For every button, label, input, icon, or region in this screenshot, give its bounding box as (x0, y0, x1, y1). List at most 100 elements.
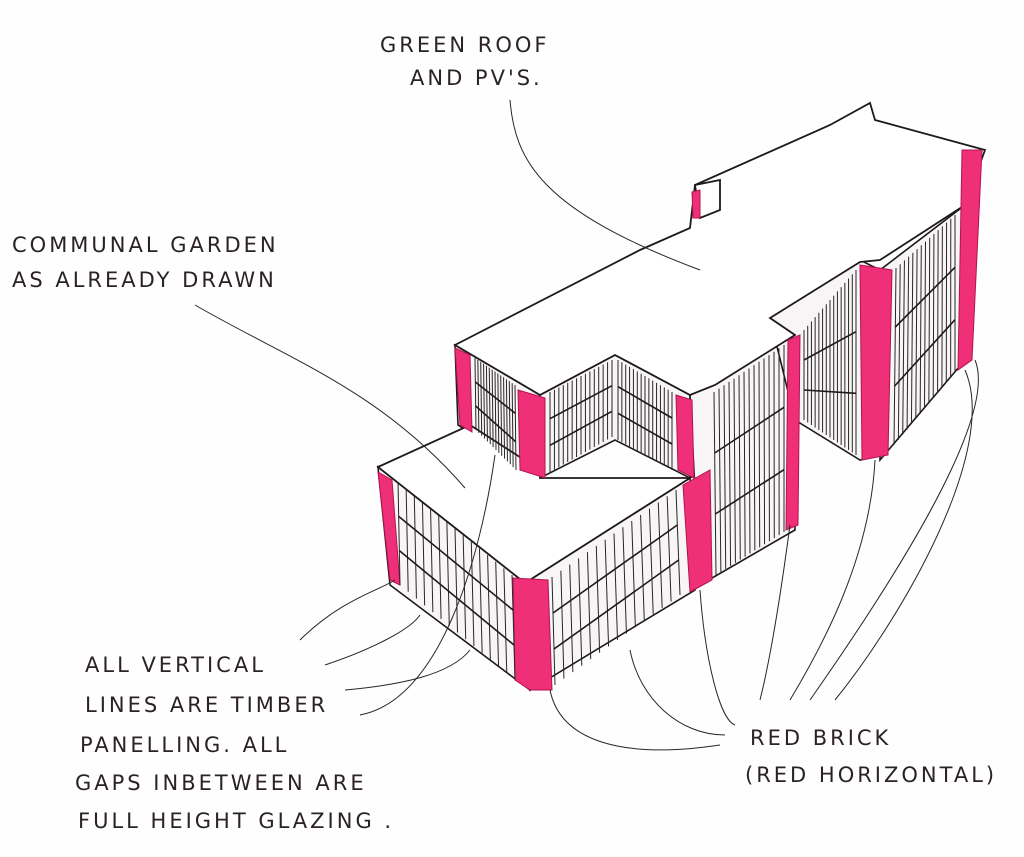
timber-line (497, 373, 500, 453)
timber-line (505, 379, 508, 462)
timber-line (578, 558, 583, 666)
svg-text:FULL HEIGHT GLAZING .: FULL HEIGHT GLAZING . (78, 809, 394, 833)
timber-panelling-lines (397, 215, 956, 686)
annotation-green-roof: GREEN ROOF AND PV'S. (380, 33, 550, 90)
timber-line (560, 570, 565, 679)
timber-line (723, 385, 727, 569)
timber-line (405, 488, 409, 592)
red-brick-strips (377, 149, 983, 691)
timber-line (748, 368, 751, 554)
timber-line (713, 391, 717, 576)
svg-text:LINES ARE TIMBER: LINES ARE TIMBER (85, 693, 328, 717)
timber-line (728, 381, 732, 566)
leader-lines (194, 99, 979, 751)
timber-line (902, 260, 905, 435)
timber-line (906, 256, 910, 430)
floor-line (553, 559, 680, 650)
timber-line (666, 496, 672, 602)
timber-line (613, 533, 618, 641)
timber-line (718, 388, 722, 572)
timber-line (470, 541, 475, 647)
timber-line (503, 377, 506, 459)
timber-line (421, 501, 426, 606)
floor-line (398, 550, 515, 646)
timber-line (430, 508, 434, 613)
annotation-communal-garden: COMMUNAL GARDEN AS ALREADY DRAWN (12, 233, 279, 292)
timber-line (494, 371, 497, 451)
timber-line (937, 230, 939, 393)
timber-line (753, 365, 756, 551)
timber-line (932, 233, 935, 399)
timber-line (446, 521, 450, 626)
timber-line (511, 383, 514, 468)
svg-text:AS ALREADY DRAWN: AS ALREADY DRAWN (12, 268, 277, 292)
timber-line (657, 502, 663, 608)
timber-line (514, 384, 517, 471)
timber-line (675, 489, 681, 596)
timber-line (397, 481, 401, 586)
timber-line (511, 574, 516, 681)
floor-line (552, 524, 678, 614)
timber-line (474, 357, 477, 431)
timber-line (487, 555, 491, 660)
timber-line (631, 521, 636, 628)
svg-text:RED BRICK: RED BRICK (750, 726, 891, 750)
floor-line (617, 412, 673, 445)
svg-text:GAPS INBETWEEN ARE: GAPS INBETWEEN ARE (75, 771, 367, 795)
lower-block (376, 423, 696, 692)
timber-line (508, 381, 511, 465)
timber-line (924, 241, 926, 409)
timber-line (495, 561, 500, 667)
floor-line (714, 406, 785, 454)
timber-line (483, 363, 486, 439)
floor-line (894, 266, 956, 328)
floor-line (549, 384, 613, 420)
timber-line (648, 508, 654, 615)
svg-text:PANELLING. ALL: PANELLING. ALL (80, 733, 289, 757)
floor-line (398, 515, 514, 611)
timber-line (595, 545, 601, 653)
timber-line (893, 267, 897, 446)
timber-line (622, 527, 627, 634)
svg-text:(RED HORIZONTAL): (RED HORIZONTAL) (745, 763, 997, 787)
timber-line (454, 528, 458, 633)
timber-line (928, 237, 931, 404)
timber-line (758, 361, 761, 548)
timber-line (413, 495, 417, 599)
timber-line (488, 367, 491, 445)
floor-line (474, 381, 516, 414)
timber-line (551, 576, 556, 686)
timber-line (910, 252, 914, 425)
timber-line (743, 371, 746, 557)
timber-line (480, 361, 483, 436)
floor-line (617, 385, 673, 419)
timber-line (485, 365, 488, 442)
annotation-red-brick: RED BRICK (RED HORIZONTAL) (745, 726, 997, 787)
timber-line (500, 375, 503, 456)
timber-line (738, 375, 741, 560)
floor-line (475, 405, 517, 443)
timber-line (763, 358, 766, 545)
timber-line (491, 369, 494, 448)
timber-line (478, 548, 483, 653)
floor-line (803, 389, 857, 395)
floor-line (894, 319, 956, 387)
floor-line (803, 330, 857, 361)
timber-line (915, 249, 918, 419)
svg-text:GREEN ROOF: GREEN ROOF (380, 33, 550, 57)
timber-line (438, 515, 442, 619)
timber-line (604, 539, 610, 647)
svg-text:COMMUNAL GARDEN: COMMUNAL GARDEN (12, 233, 279, 257)
timber-line (640, 514, 645, 621)
timber-line (919, 245, 922, 414)
svg-text:ALL VERTICAL: ALL VERTICAL (85, 653, 266, 677)
timber-line (586, 552, 592, 660)
timber-line (477, 359, 480, 433)
floor-line (549, 410, 613, 447)
timber-line (503, 568, 508, 674)
timber-line (569, 564, 574, 673)
timber-line (733, 378, 736, 563)
annotation-timber-glazing: ALL VERTICAL LINES ARE TIMBER PANELLING.… (75, 653, 394, 833)
